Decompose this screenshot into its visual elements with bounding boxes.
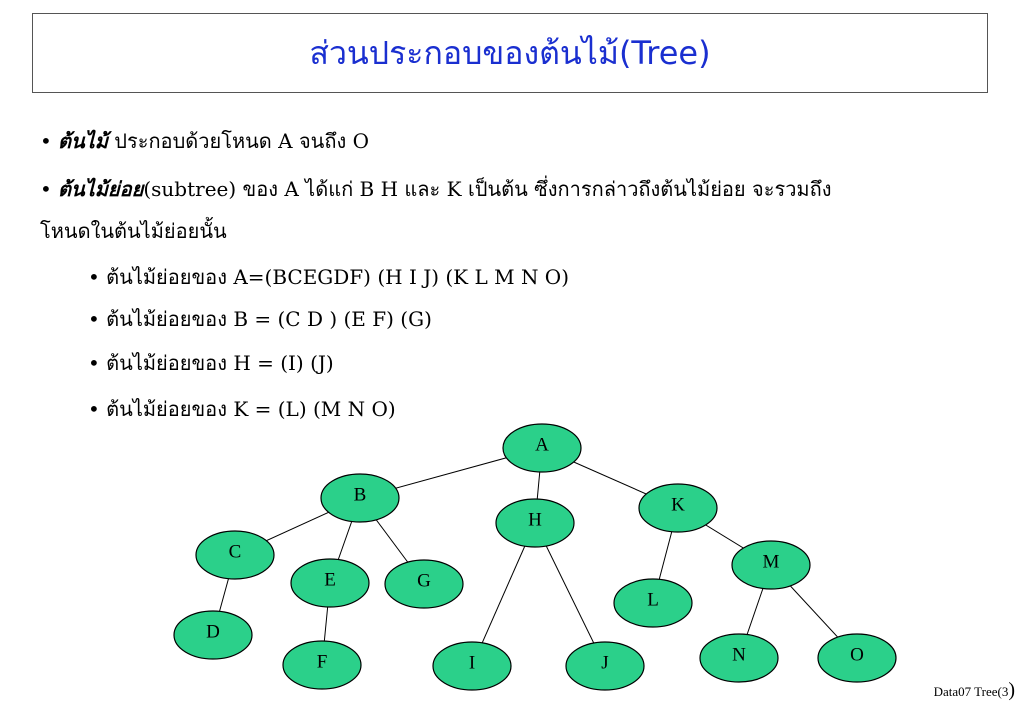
bullet-mark: • <box>88 397 100 421</box>
line-text: ประกอบด้วยโหนด A จนถึง O <box>107 129 369 153</box>
tree-node-label: J <box>601 652 608 673</box>
line-text: ต้นไม้ย่อยของ K = (L) (M N O) <box>106 397 396 421</box>
tree-node-k: K <box>638 483 718 533</box>
bullet-mark: • <box>88 351 100 375</box>
tree-node-label: F <box>317 651 328 672</box>
tree-node-l: L <box>613 578 693 628</box>
line-text: ต้นไม้ย่อยของ H = (I) (J) <box>106 351 334 375</box>
bullet-mark: • <box>40 129 52 153</box>
tree-node-shape <box>565 641 645 691</box>
tree-node-n: N <box>699 633 779 683</box>
tree-node-g: G <box>384 559 464 609</box>
tree-node-i: I <box>432 641 512 691</box>
tree-node-shape <box>638 483 718 533</box>
line-text: โหนดในต้นไม้ย่อยนั้น <box>40 219 227 243</box>
tree-node-shape <box>495 498 575 548</box>
page-title: ส่วนประกอบของต้นไม้(Tree) <box>309 28 710 79</box>
tree-node-label: D <box>206 621 220 642</box>
tree-node-m: M <box>731 540 811 590</box>
tree-node-f: F <box>282 640 362 690</box>
title-thai: ส่วนประกอบของต้นไม้ <box>309 33 619 72</box>
tree-node-shape <box>320 473 400 523</box>
bullet-mark: • <box>88 265 100 289</box>
tree-node-shape <box>282 640 362 690</box>
tree-node-a: A <box>502 423 582 473</box>
title-box: ส่วนประกอบของต้นไม้(Tree) <box>32 13 988 93</box>
tree-node-d: D <box>173 610 253 660</box>
line-text: ต้นไม้ย่อยของ B = (C D ) (E F) (G) <box>106 307 432 331</box>
tree-node-label: K <box>671 494 685 515</box>
bullet-line-2: •ต้นไม้ย่อย(subtree) ของ A ได้แก่ B H แล… <box>40 176 832 202</box>
bold-term: ต้นไม้ <box>58 129 108 153</box>
tree-node-shape <box>173 610 253 660</box>
sub-bullet-4: • ต้นไม้ย่อยของ K = (L) (M N O) <box>88 396 396 422</box>
line-text: ต้นไม้ย่อยของ A=(BCEGDF) (H I J) (K L M … <box>106 265 570 289</box>
bullet-mark: • <box>88 307 100 331</box>
tree-node-shape <box>731 540 811 590</box>
tree-node-b: B <box>320 473 400 523</box>
bullet-line-2-continued: โหนดในต้นไม้ย่อยนั้น <box>40 218 227 244</box>
bullet-mark: • <box>40 177 52 201</box>
tree-node-label: O <box>850 644 864 665</box>
tree-edge-h-j <box>534 522 606 667</box>
footer-paren: ) <box>1008 679 1015 701</box>
tree-node-shape <box>613 578 693 628</box>
tree-node-label: A <box>535 434 549 455</box>
tree-node-label: L <box>647 589 659 610</box>
tree-node-o: O <box>817 633 897 683</box>
tree-node-c: C <box>195 530 275 580</box>
sub-bullet-1: • ต้นไม้ย่อยของ A=(BCEGDF) (H I J) (K L … <box>88 264 569 290</box>
slide-footer: Data07 Tree(3) <box>934 679 1015 702</box>
tree-node-label: B <box>354 484 367 505</box>
tree-node-j: J <box>565 641 645 691</box>
tree-node-label: G <box>417 570 431 591</box>
sub-bullet-2: • ต้นไม้ย่อยของ B = (C D ) (E F) (G) <box>88 306 432 332</box>
tree-node-e: E <box>290 558 370 608</box>
bullet-line-1: •ต้นไม้ ประกอบด้วยโหนด A จนถึง O <box>40 128 369 154</box>
tree-node-label: C <box>229 541 242 562</box>
tree-node-shape <box>384 559 464 609</box>
tree-node-h: H <box>495 498 575 548</box>
tree-edge-h-i <box>471 522 536 667</box>
bold-term: ต้นไม้ย่อย <box>58 177 144 201</box>
tree-node-shape <box>195 530 275 580</box>
tree-node-label: M <box>763 551 780 572</box>
tree-node-label: H <box>528 509 542 530</box>
tree-node-shape <box>502 423 582 473</box>
tree-node-label: N <box>732 644 746 665</box>
footer-text: Data07 Tree(3 <box>933 684 1009 699</box>
tree-node-shape <box>817 633 897 683</box>
tree-node-shape <box>290 558 370 608</box>
title-en: (Tree) <box>618 33 711 72</box>
line-text: (subtree) ของ A ได้แก่ B H และ K เป็นต้น… <box>143 177 832 201</box>
tree-node-shape <box>432 641 512 691</box>
tree-node-shape <box>699 633 779 683</box>
tree-node-label: E <box>324 569 336 590</box>
sub-bullet-3: • ต้นไม้ย่อยของ H = (I) (J) <box>88 350 334 376</box>
tree-node-label: I <box>469 652 475 673</box>
